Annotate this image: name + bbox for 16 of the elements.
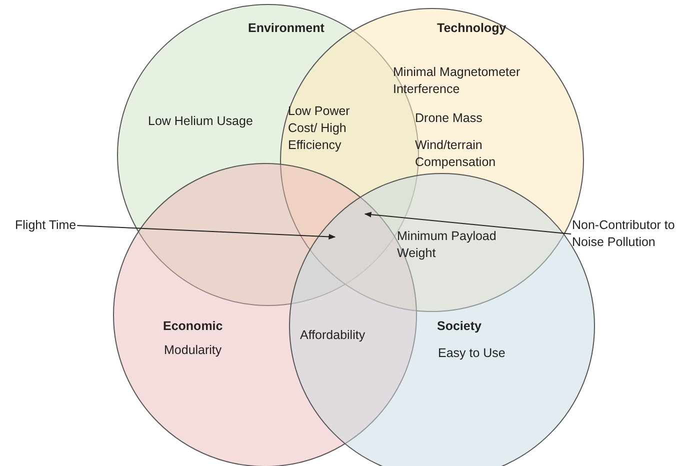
callout-text: Flight Time (15, 217, 76, 234)
category-heading: Economic (163, 318, 224, 335)
overlap-text: Minimum Payload Weight (397, 228, 498, 262)
category-heading: Society (437, 318, 482, 335)
overlap-text: Affordability (300, 327, 366, 344)
item-text: Wind/terrain Compensation (415, 137, 497, 171)
item-text: Modularity (164, 342, 223, 359)
callout-text: Non-Contributor to Noise Pollution (572, 217, 683, 251)
leader-line (76, 225, 336, 240)
item-text: Low Helium Usage (148, 113, 254, 130)
overlap-text: Low Power Cost/ High Efficiency (288, 103, 351, 154)
category-heading: Environment (248, 20, 326, 37)
category-heading: Technology (437, 20, 508, 37)
item-text: Minimal Magnetometer Interference (393, 64, 522, 98)
item-text: Easy to Use (438, 345, 506, 362)
item-text: Drone Mass (415, 110, 484, 127)
